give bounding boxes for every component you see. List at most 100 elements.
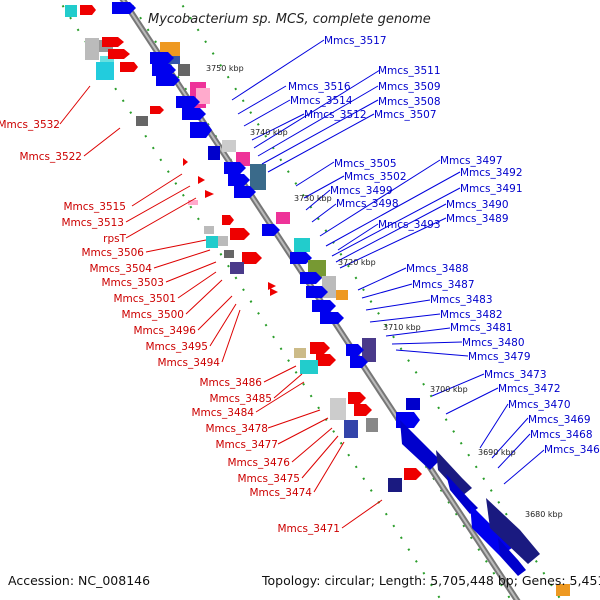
gene-label[interactable]: Mmcs_3498 — [336, 198, 399, 210]
gene-label[interactable]: Mmcs_3467 — [544, 444, 600, 456]
gene-arrow[interactable] — [242, 252, 262, 264]
gene-arrow[interactable] — [400, 420, 440, 470]
gene-label[interactable]: Mmcs_3484 — [191, 407, 254, 419]
gene-arrow[interactable] — [150, 52, 174, 64]
gene-arrow[interactable] — [205, 190, 214, 198]
gene-block[interactable] — [276, 212, 290, 224]
gene-block[interactable] — [344, 420, 358, 438]
gene-arrow[interactable] — [348, 392, 366, 404]
gene-arrow[interactable] — [112, 2, 136, 14]
gene-block[interactable] — [136, 116, 148, 126]
gene-label[interactable]: Mmcs_3473 — [484, 369, 547, 381]
gene-label[interactable]: Mmcs_3507 — [374, 109, 437, 121]
gene-label[interactable]: Mmcs_3512 — [304, 109, 367, 121]
gene-block[interactable] — [556, 584, 570, 596]
gene-arrow[interactable] — [176, 96, 200, 108]
gene-block[interactable] — [294, 238, 310, 252]
gene-label[interactable]: Mmcs_3514 — [290, 95, 353, 107]
gene-label[interactable]: Mmcs_3496 — [133, 325, 196, 337]
gene-label[interactable]: Mmcs_3486 — [199, 377, 262, 389]
gene-arrow[interactable] — [268, 282, 276, 290]
gene-block[interactable] — [250, 164, 266, 190]
gene-block[interactable] — [100, 56, 114, 62]
gene-arrow[interactable] — [320, 312, 344, 324]
gene-block[interactable] — [178, 64, 190, 76]
gene-label[interactable]: Mmcs_3501 — [113, 293, 176, 305]
gene-block[interactable] — [96, 62, 114, 80]
gene-label[interactable]: Mmcs_3499 — [330, 185, 393, 197]
gene-arrow[interactable] — [498, 538, 526, 576]
gene-arrow[interactable] — [80, 5, 96, 15]
gene-block[interactable] — [208, 146, 220, 160]
gene-label[interactable]: Mmcs_3487 — [412, 279, 475, 291]
gene-block[interactable] — [224, 250, 234, 258]
gene-block[interactable] — [362, 338, 376, 362]
gene-label[interactable]: Mmcs_3506 — [81, 247, 144, 259]
gene-label[interactable]: Mmcs_3479 — [468, 351, 531, 363]
gene-block[interactable] — [196, 88, 210, 104]
gene-label[interactable]: Mmcs_3532 — [0, 119, 60, 131]
gene-label[interactable]: Mmcs_3480 — [462, 337, 525, 349]
gene-label[interactable]: Mmcs_3493 — [378, 219, 441, 231]
gene-arrow[interactable] — [346, 344, 364, 356]
gene-block[interactable] — [330, 398, 346, 420]
gene-block[interactable] — [166, 56, 180, 64]
gene-arrow[interactable] — [183, 158, 188, 166]
gene-arrow[interactable] — [270, 288, 278, 296]
gene-arrow[interactable] — [120, 62, 138, 72]
gene-label[interactable]: Mmcs_3497 — [440, 155, 503, 167]
gene-block[interactable] — [294, 348, 306, 358]
gene-block[interactable] — [204, 226, 214, 234]
gene-label[interactable]: Mmcs_3492 — [460, 167, 523, 179]
gene-arrow[interactable] — [396, 412, 420, 428]
gene-label[interactable]: Mmcs_3515 — [63, 201, 126, 213]
gene-label[interactable]: Mmcs_3470 — [508, 399, 571, 411]
gene-arrow[interactable] — [306, 286, 328, 298]
gene-arrow[interactable] — [230, 228, 250, 240]
gene-label[interactable]: Mmcs_3471 — [277, 523, 340, 535]
gene-arrow[interactable] — [228, 174, 250, 186]
gene-arrow[interactable] — [300, 272, 322, 284]
gene-label[interactable]: Mmcs_3502 — [344, 171, 407, 183]
gene-arrow[interactable] — [290, 252, 312, 264]
gene-block[interactable] — [222, 140, 236, 152]
gene-label[interactable]: Mmcs_3500 — [121, 309, 184, 321]
gene-arrow[interactable] — [436, 450, 472, 496]
gene-arrow[interactable] — [224, 162, 246, 174]
gene-label[interactable]: Mmcs_3505 — [334, 158, 397, 170]
gene-block[interactable] — [85, 38, 99, 60]
gene-arrow[interactable] — [156, 74, 180, 86]
gene-label[interactable]: Mmcs_3478 — [205, 423, 268, 435]
gene-label[interactable]: Mmcs_3522 — [19, 151, 82, 163]
gene-block[interactable] — [230, 262, 244, 274]
gene-arrow[interactable] — [316, 354, 336, 366]
gene-block[interactable] — [366, 418, 378, 432]
gene-arrow[interactable] — [354, 404, 372, 416]
gene-arrow[interactable] — [222, 215, 234, 225]
gene-arrow[interactable] — [350, 356, 368, 368]
gene-label[interactable]: Mmcs_3494 — [157, 357, 220, 369]
gene-label[interactable]: Mmcs_3516 — [288, 81, 351, 93]
gene-label[interactable]: Mmcs_3472 — [498, 383, 561, 395]
gene-arrow[interactable] — [102, 37, 124, 47]
gene-arrow[interactable] — [404, 468, 422, 480]
gene-label[interactable]: Mmcs_3476 — [227, 457, 290, 469]
gene-label[interactable]: Mmcs_3482 — [440, 309, 503, 321]
gene-label[interactable]: Mmcs_3483 — [430, 294, 493, 306]
gene-label[interactable]: Mmcs_3485 — [209, 393, 272, 405]
gene-arrow[interactable] — [312, 300, 336, 312]
gene-block[interactable] — [300, 360, 318, 374]
gene-label[interactable]: Mmcs_3511 — [378, 65, 441, 77]
gene-arrow[interactable] — [486, 498, 540, 564]
gene-arrow[interactable] — [234, 186, 256, 198]
gene-block[interactable] — [188, 200, 198, 205]
gene-label[interactable]: Mmcs_3495 — [145, 341, 208, 353]
gene-label[interactable]: Mmcs_3508 — [378, 96, 441, 108]
gene-label[interactable]: Mmcs_3489 — [446, 213, 509, 225]
gene-block[interactable] — [406, 398, 420, 410]
gene-label[interactable]: Mmcs_3481 — [450, 322, 513, 334]
gene-block[interactable] — [388, 478, 402, 492]
gene-arrow[interactable] — [190, 122, 212, 138]
gene-label[interactable]: Mmcs_3509 — [378, 81, 441, 93]
gene-label[interactable]: Mmcs_3475 — [237, 473, 300, 485]
